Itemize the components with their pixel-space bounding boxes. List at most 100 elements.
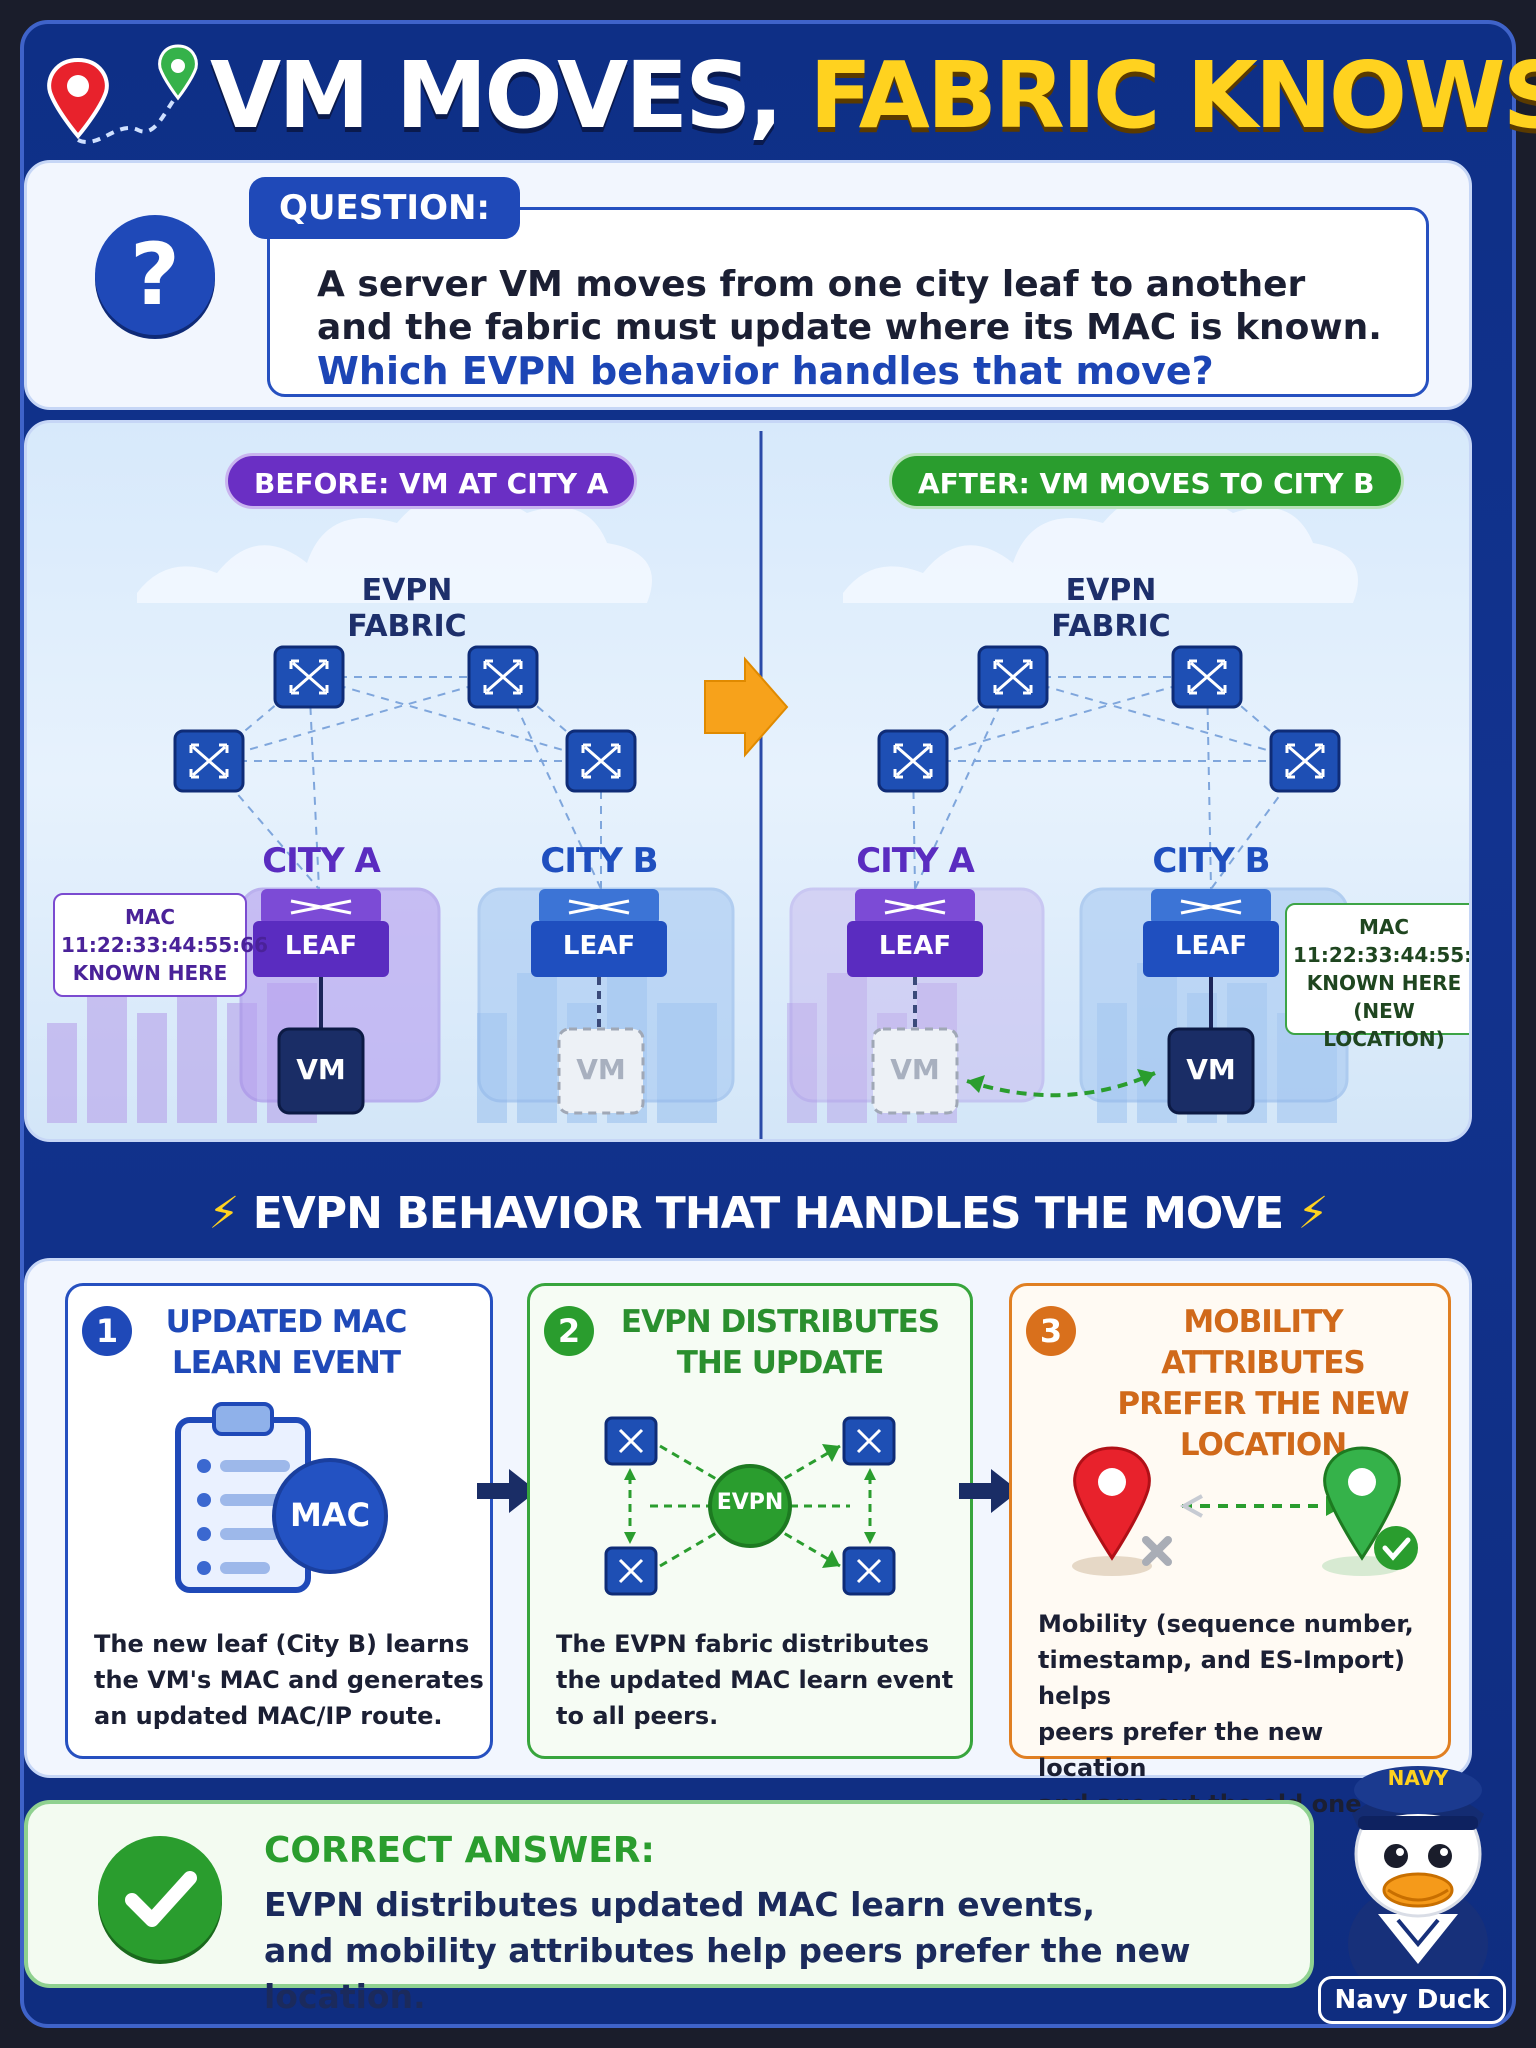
leaf-b-switch-after-icon <box>1143 889 1279 977</box>
step-3-card: 3 MOBILITY ATTRIBUTES PREFER THE NEW LOC… <box>1009 1283 1451 1818</box>
step-title-line: UPDATED MAC <box>165 1304 408 1340</box>
vm-a-ghost-box <box>871 1027 959 1115</box>
mascot-name: Navy Duck <box>1318 1976 1506 2024</box>
mac-badge: MAC <box>289 1496 371 1534</box>
question-line-2: and the fabric must update where its MAC… <box>317 307 1382 348</box>
fabric-diagram <box>47 431 1358 1139</box>
step-number: 2 <box>544 1306 594 1356</box>
city-b-label-after: CITY B <box>1152 841 1270 881</box>
city-a-label: CITY A <box>262 841 381 881</box>
step-title-line: THE UPDATE <box>676 1345 885 1381</box>
mac-line-3: KNOWN HERE <box>1306 971 1462 995</box>
fabric-line-2: FABRIC <box>347 609 467 644</box>
distribution-hub-icon <box>604 1416 896 1596</box>
step-description: Mobility (sequence number, timestamp, an… <box>1038 1606 1438 1822</box>
step-1-card: 1 UPDATED MAC LEARN EVENT MAC The new le… <box>65 1283 493 1759</box>
spark-left-icon: ⚡ <box>208 1188 240 1239</box>
step-title: EVPN DISTRIBUTES THE UPDATE <box>600 1302 960 1384</box>
answer-text: EVPN distributes updated MAC learn event… <box>264 1882 1294 2020</box>
cloud-icon <box>843 490 1358 603</box>
leaf-b-switch-icon <box>531 889 667 977</box>
spine-switch-icon <box>977 645 1049 709</box>
mac-line-1: MAC <box>1358 915 1410 939</box>
vm-a-label: VM <box>296 1053 346 1086</box>
checkmark-icon <box>98 1836 222 1960</box>
city-b-label: CITY B <box>540 841 658 881</box>
diagram-panel: BEFORE: VM AT CITY A AFTER: VM MOVES TO … <box>24 420 1472 1142</box>
step-title-line: LEARN EVENT <box>172 1345 401 1381</box>
question-mark-icon: ? <box>95 215 215 335</box>
desc-line: the VM's MAC and generates <box>94 1666 484 1694</box>
spine-switch-icon <box>467 645 539 709</box>
leaf-a-switch-after-icon <box>847 889 983 977</box>
desc-line: the updated MAC learn event <box>556 1666 954 1694</box>
leaf-a-label-after: LEAF <box>878 931 952 961</box>
step-title: MOBILITY ATTRIBUTES PREFER THE NEW LOCAT… <box>1082 1302 1444 1466</box>
step-number: 1 <box>82 1306 132 1356</box>
step-number: 3 <box>1026 1306 1076 1356</box>
desc-line: to all peers. <box>556 1702 719 1730</box>
step-title: UPDATED MAC LEARN EVENT <box>138 1302 434 1384</box>
title-white: VM MOVES, <box>210 42 783 149</box>
vm-b-label: VM <box>1186 1053 1236 1086</box>
answer-line-2: and mobility attributes help peers prefe… <box>264 1931 1191 2016</box>
mac-line-1: MAC <box>124 905 176 929</box>
step-title-line: MOBILITY ATTRIBUTES <box>1161 1304 1365 1381</box>
question-panel: ? QUESTION: A server VM moves from one c… <box>24 160 1472 410</box>
step-title-line: PREFER THE NEW <box>1117 1386 1409 1422</box>
vm-a-ghost-label: VM <box>890 1053 940 1086</box>
vm-b-ghost-box <box>557 1027 645 1115</box>
leaf-b-label-after: LEAF <box>1174 931 1248 961</box>
move-arrow-tail-icon <box>967 1075 985 1093</box>
behavior-heading: ⚡ EVPN BEHAVIOR THAT HANDLES THE MOVE ⚡ <box>0 1188 1536 1239</box>
step-2-card: 2 EVPN DISTRIBUTES THE UPDATE <box>527 1283 973 1759</box>
leaf-b-label: LEAF <box>562 931 636 961</box>
behavior-heading-text: EVPN BEHAVIOR THAT HANDLES THE MOVE <box>252 1188 1284 1239</box>
after-tag: AFTER: VM MOVES TO CITY B <box>889 453 1404 509</box>
cloud-icon <box>137 490 652 603</box>
vm-b-ghost-label: VM <box>576 1053 626 1086</box>
leaf-a-label: LEAF <box>284 931 358 961</box>
answer-panel: CORRECT ANSWER: EVPN distributes updated… <box>24 1800 1314 2016</box>
mac-known-before: MAC 11:22:33:44:55:66 KNOWN HERE <box>53 893 268 997</box>
map-route-pins-icon <box>47 44 198 144</box>
title-yellow: FABRIC KNOWS! <box>809 42 1536 149</box>
spark-right-icon: ⚡ <box>1297 1188 1329 1239</box>
mac-known-after: MAC 11:22:33:44:55:66 KNOWN HERE (NEW LO… <box>1285 903 1472 1051</box>
before-after-arrow-icon <box>704 656 789 758</box>
evpn-hub-label: EVPN <box>716 1490 784 1515</box>
spine-switch-icon <box>1269 729 1341 793</box>
mac-address: 11:22:33:44:55:66 <box>1293 943 1472 967</box>
desc-line: timestamp, and ES-Import) helps <box>1038 1646 1405 1710</box>
city-a-label-after: CITY A <box>856 841 975 881</box>
step-arrow-icon <box>959 1469 1019 1513</box>
location-switch-icon <box>1072 1446 1418 1576</box>
after-side <box>787 490 1358 1123</box>
navy-duck-mascot-icon <box>1348 1766 1488 2004</box>
question-ask: Which EVPN behavior handles that move? <box>317 349 1214 393</box>
mascot-hat-label: NAVY <box>1387 1766 1449 1790</box>
before-tag: BEFORE: VM AT CITY A <box>225 453 638 509</box>
desc-line: Mobility (sequence number, <box>1038 1610 1414 1638</box>
steps-panel: 1 UPDATED MAC LEARN EVENT MAC The new le… <box>24 1258 1472 1818</box>
vm-b-box <box>1167 1027 1255 1115</box>
desc-line: an updated MAC/IP route. <box>94 1702 443 1730</box>
clipboard-mac-icon <box>175 1402 388 1593</box>
answer-tag: CORRECT ANSWER: <box>264 1830 655 1871</box>
spine-switch-icon <box>173 729 245 793</box>
spine-switch-icon <box>877 729 949 793</box>
mac-line-4: (NEW LOCATION) <box>1323 999 1445 1051</box>
question-line-1: A server VM moves from one city leaf to … <box>317 264 1306 305</box>
answer-line-1: EVPN distributes updated MAC learn event… <box>264 1885 1096 1924</box>
page-title: VM MOVES, FABRIC KNOWS! <box>210 26 1536 166</box>
fabric-line-1: EVPN <box>361 573 453 608</box>
step-title-line: LOCATION <box>1179 1427 1347 1463</box>
question-text: A server VM moves from one city leaf to … <box>317 263 1437 349</box>
question-tag: QUESTION: <box>249 177 521 239</box>
leaf-a-switch-icon <box>253 889 389 977</box>
spine-switch-icon <box>565 729 637 793</box>
fabric-label-before: EVPN FABRIC <box>307 573 507 645</box>
step-description: The new leaf (City B) learns the VM's MA… <box>94 1626 484 1734</box>
step-description: The EVPN fabric distributes the updated … <box>556 1626 956 1734</box>
step-arrow-icon <box>477 1469 537 1513</box>
